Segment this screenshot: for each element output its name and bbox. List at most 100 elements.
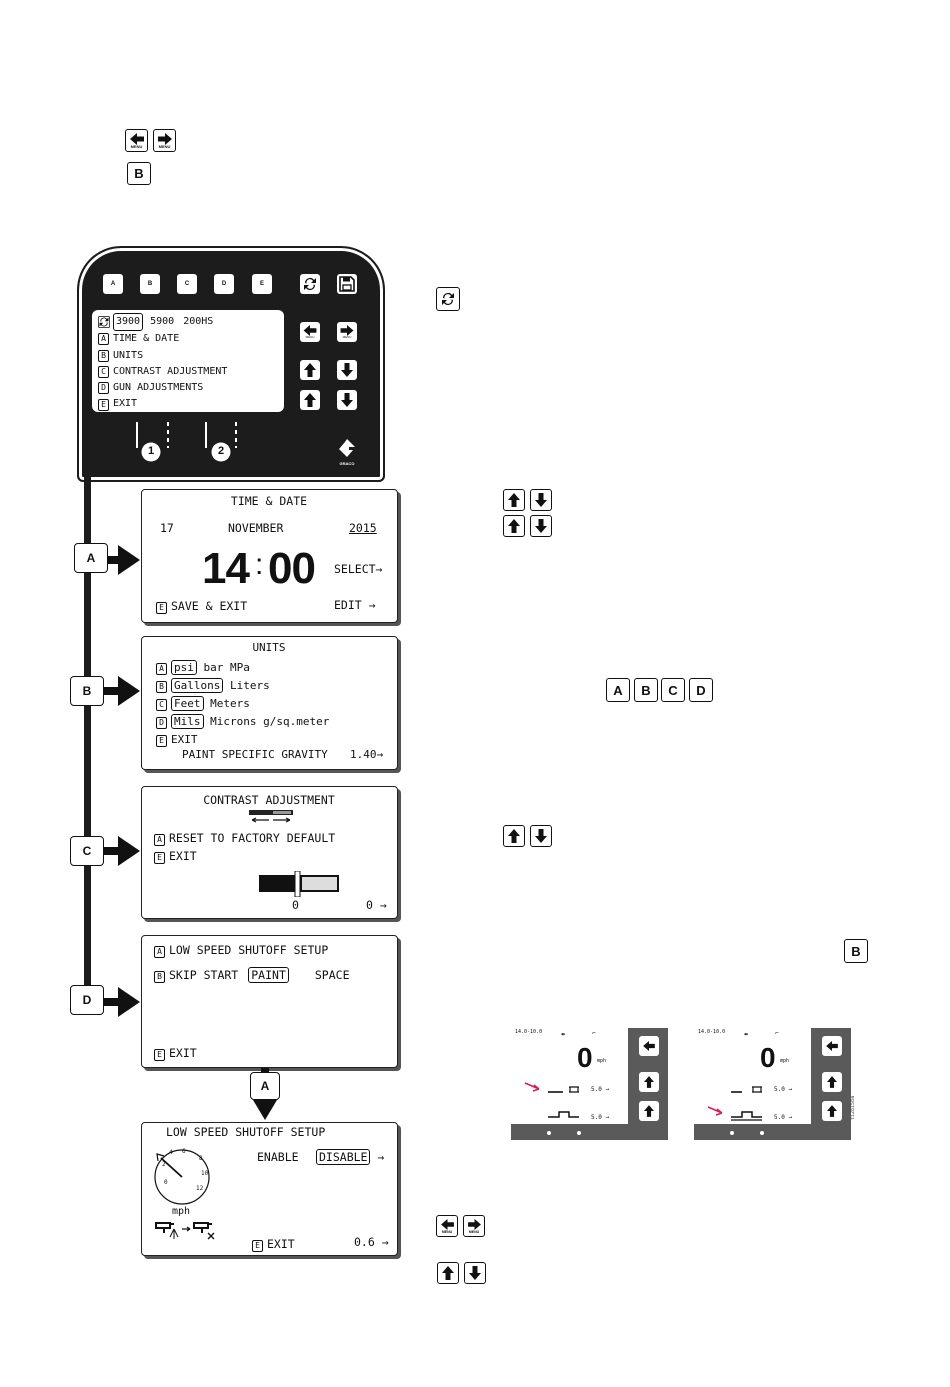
menu-right-key[interactable]: MENU (153, 129, 176, 152)
mini-up-key-2[interactable] (639, 1101, 659, 1121)
menu-item-label: CONTRAST ADJUSTMENT (113, 365, 228, 377)
top-key-e[interactable]: E (252, 274, 272, 294)
menu-caption: MENU (441, 1229, 453, 1234)
up-key-bottom[interactable] (437, 1262, 459, 1284)
down-key-a1[interactable] (530, 489, 552, 511)
screen-title: LOW SPEED SHUTOFF SETUP (166, 1125, 326, 1139)
ctrl-down-key-2[interactable] (337, 390, 357, 410)
menu-right-key-bottom[interactable]: MENU (463, 1215, 485, 1237)
ctrl-menu-right-key[interactable]: MENU (337, 322, 357, 342)
mini-speed: 0 (760, 1042, 776, 1073)
top-key-a[interactable]: A (103, 274, 123, 294)
ctrl-up-key-2[interactable] (300, 390, 320, 410)
arrow-up-icon (442, 1266, 454, 1280)
mini-screen-2: 14.0-10.0 ⇼ ⌐ 0 mph 5.0 → 5.0 → (694, 1028, 851, 1140)
key-letter: C (98, 366, 109, 379)
ctrl-up-key-1[interactable] (300, 360, 320, 380)
minute-value[interactable]: 00 (268, 544, 316, 593)
exit-label: EXIT (267, 1237, 295, 1251)
key-letter: E (154, 1049, 165, 1061)
key-letter: E (156, 602, 167, 614)
mini-up-key-1[interactable] (822, 1072, 842, 1092)
low-speed-value[interactable]: 0.6 → (354, 1235, 389, 1249)
menu-caption: MENU (342, 335, 352, 339)
arrow-up-icon (508, 519, 520, 533)
arrow-left-icon (303, 325, 317, 336)
down-key-a2[interactable] (530, 515, 552, 537)
connector-line (84, 476, 91, 1010)
menu-caption: MENU (158, 143, 171, 149)
save-exit-row[interactable]: E SAVE & EXIT (156, 599, 247, 614)
year-value[interactable]: 2015 (349, 521, 377, 535)
day-value[interactable]: 17 (160, 521, 174, 535)
key-b-gun[interactable]: B (844, 939, 868, 963)
mini-up-key-1[interactable] (639, 1072, 659, 1092)
top-key-b[interactable]: B (140, 274, 160, 294)
contrast-slider[interactable] (258, 871, 340, 897)
arrow-up-icon (304, 393, 316, 407)
down-key-bottom[interactable] (464, 1262, 486, 1284)
up-key-a2[interactable] (503, 515, 525, 537)
key-letter: A (98, 333, 109, 346)
dial-tick-2: 2 (162, 1161, 166, 1168)
up-key-a1[interactable] (503, 489, 525, 511)
mini-menu-key[interactable] (639, 1036, 659, 1056)
top-key-d[interactable]: D (214, 274, 234, 294)
hour-value[interactable]: 14 (202, 544, 250, 593)
model-3900[interactable]: 3900 (113, 313, 144, 332)
model-5900[interactable]: 5900 (150, 316, 175, 327)
key-letter: E (98, 398, 109, 411)
gun-exit-row[interactable]: E EXIT (154, 1046, 197, 1061)
enable-option[interactable]: ENABLE (257, 1150, 299, 1164)
key-a-right[interactable]: A (606, 678, 630, 702)
cycle-key[interactable] (300, 274, 320, 294)
model-200hs[interactable]: 200HS (183, 316, 214, 327)
edit-label[interactable]: EDIT → (334, 598, 376, 612)
mini-menu-key[interactable] (822, 1036, 842, 1056)
mini-spray-icon: ⇼ (561, 1030, 566, 1038)
ctrl-menu-left-key[interactable]: MENU (300, 322, 320, 342)
arrow-up-icon (644, 1105, 654, 1117)
key-d-right[interactable]: D (689, 678, 713, 702)
down-key-c[interactable] (530, 825, 552, 847)
mini-range: 14.0-10.0 (698, 1029, 726, 1035)
menu-left-key-bottom[interactable]: MENU (436, 1215, 458, 1237)
mini-dot (760, 1131, 764, 1135)
top-key-c[interactable]: C (177, 274, 197, 294)
save-key[interactable] (337, 274, 357, 294)
mini-markers (707, 1086, 762, 1121)
menu-left-key[interactable]: MENU (125, 129, 148, 152)
select-label[interactable]: SELECT→ (334, 562, 383, 576)
menu-item-contrast[interactable]: C CONTRAST ADJUSTMENT (98, 364, 284, 380)
cycle-key-right[interactable] (436, 287, 460, 311)
key-c-right[interactable]: C (661, 678, 685, 702)
mini-up-key-2[interactable] (822, 1101, 842, 1121)
gun-2-label: 2 (217, 445, 225, 457)
gravity-value[interactable]: 1.40→ (350, 748, 384, 761)
save-exit-label: SAVE & EXIT (171, 599, 248, 613)
up-key-c[interactable] (503, 825, 525, 847)
b-key-top[interactable]: B (127, 162, 151, 185)
disable-option[interactable]: DISABLE → (316, 1149, 384, 1165)
ctrl-down-key-1[interactable] (337, 360, 357, 380)
screen-title: UNITS (252, 641, 286, 654)
month-value[interactable]: NOVEMBER (228, 521, 284, 535)
arrow-left-icon (826, 1041, 838, 1051)
arrow-up-icon (508, 829, 520, 843)
key-b-right[interactable]: B (634, 678, 658, 702)
exit-label: EXIT (169, 1046, 197, 1060)
